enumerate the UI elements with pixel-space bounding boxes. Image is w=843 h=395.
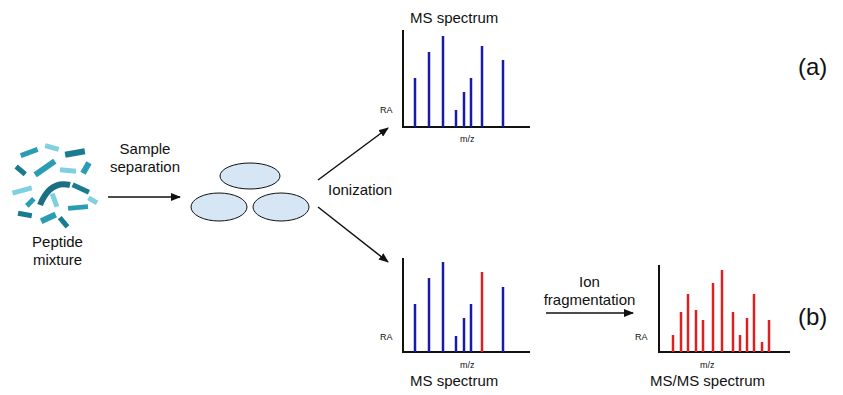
axis-label: RA (635, 332, 648, 343)
axis-label: RA (380, 332, 393, 343)
edge-label: Ion fragmentation (542, 273, 637, 309)
spectrum-msms (659, 265, 790, 352)
arrow (108, 196, 180, 198)
node-label: Peptide mixture (15, 233, 100, 269)
chart-title: MS/MS spectrum (650, 372, 765, 390)
illustration-node: Peptide mixture (5, 135, 110, 275)
chart-title: MS spectrum (410, 9, 498, 27)
arrow (318, 128, 388, 180)
chart-title: MS spectrum (410, 372, 498, 390)
step-label: Ionization (328, 181, 392, 199)
panel-label: (a) (798, 53, 827, 82)
spectrum-chart: RA m/zMS spectrum (380, 252, 540, 392)
step-label: Sample separation (100, 140, 190, 176)
axis-label: m/z (700, 360, 715, 371)
separation-spots (191, 163, 309, 221)
spectrum-chart: MS spectrumRA m/z (380, 5, 540, 145)
spectrum-chart: RA m/zMS/MS spectrum (635, 252, 795, 392)
arrow (318, 207, 388, 262)
axis-label: m/z (460, 360, 475, 371)
panel-label: (b) (798, 303, 827, 332)
spectrum-a (403, 30, 530, 127)
spectrum-b (403, 258, 530, 352)
peptide-fragments (12, 143, 99, 228)
axis-label: m/z (460, 134, 475, 145)
axis-label: RA (380, 105, 393, 116)
arrow-connector (546, 312, 633, 314)
